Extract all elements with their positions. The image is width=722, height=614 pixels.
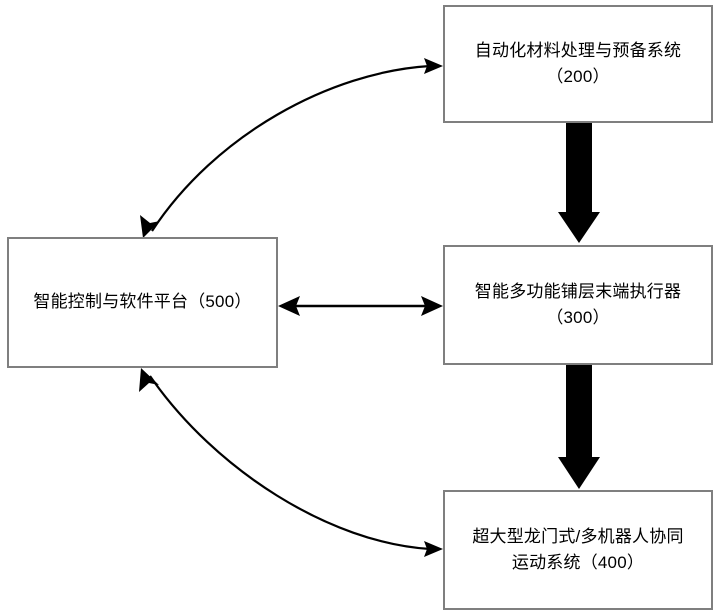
node-intelligent-multifunction-layup-end-effector[interactable]: 智能多功能铺层末端执行器 （300）: [443, 245, 713, 365]
block-arrow-200-to-300: [558, 123, 600, 243]
node-intelligent-control-and-software-platform[interactable]: 智能控制与软件平台（500）: [7, 237, 278, 368]
node-label-300: 智能多功能铺层末端执行器 （300）: [474, 281, 682, 327]
node-label-500: 智能控制与软件平台（500）: [33, 292, 252, 312]
node-ultra-large-gantry-multi-robot-motion-system[interactable]: 超大型龙门式/多机器人协同 运动系统（400）: [443, 490, 713, 610]
curve-500-to-400: [139, 368, 443, 557]
node-label-200: 自动化材料处理与预备系统 （200）: [474, 40, 682, 86]
arrow-500-to-300: [278, 296, 443, 316]
arrowhead-to-500-top: [140, 215, 160, 238]
arrowhead-to-200: [424, 58, 443, 74]
node-automated-material-handling-system[interactable]: 自动化材料处理与预备系统 （200）: [443, 5, 713, 123]
node-label-400: 超大型龙门式/多机器人协同 运动系统（400）: [472, 526, 684, 572]
arrowhead-to-500-right: [278, 296, 300, 316]
arrowhead-to-400: [424, 541, 443, 557]
arrowhead-to-500-bottom: [139, 368, 159, 392]
block-arrow-300-to-400: [558, 365, 600, 489]
curve-500-to-200: [140, 58, 443, 238]
arrowhead-to-300-left: [421, 296, 443, 316]
